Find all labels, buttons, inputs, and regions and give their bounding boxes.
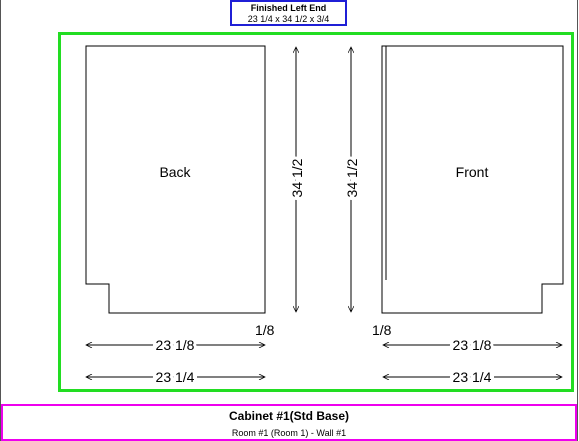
back-panel-outline: [85, 45, 266, 314]
front-height-label: 34 1/2: [344, 158, 360, 197]
back-panel-label: Back: [159, 164, 191, 180]
front-inner-width-label: 23 1/8: [453, 337, 492, 353]
page-right-edge: [577, 0, 578, 441]
part-title: Finished Left End: [250, 3, 327, 13]
part-title-box: Finished Left End 23 1/4 x 34 1/2 x 3/4: [230, 0, 347, 26]
part-dimensions: 23 1/4 x 34 1/2 x 3/4: [247, 14, 330, 24]
front-panel-label: Front: [456, 164, 489, 180]
back-height-label: 34 1/2: [289, 158, 305, 197]
front-notch-label: 1/8: [372, 322, 392, 338]
back-outer-width-label: 23 1/4: [156, 369, 195, 385]
back-inner-width-label: 23 1/8: [156, 337, 195, 353]
cabinet-location: Room #1 (Room 1) - Wall #1: [231, 428, 347, 438]
front-outer-width-label: 23 1/4: [453, 369, 492, 385]
page-left-edge: [0, 0, 1, 441]
back-notch-label: 1/8: [255, 322, 275, 338]
cabinet-title: Cabinet #1(Std Base): [228, 409, 350, 423]
cabinet-info-box: Cabinet #1(Std Base) Room #1 (Room 1) - …: [1, 404, 577, 441]
drawing-area: [58, 32, 574, 392]
front-panel-outline: [381, 45, 564, 314]
